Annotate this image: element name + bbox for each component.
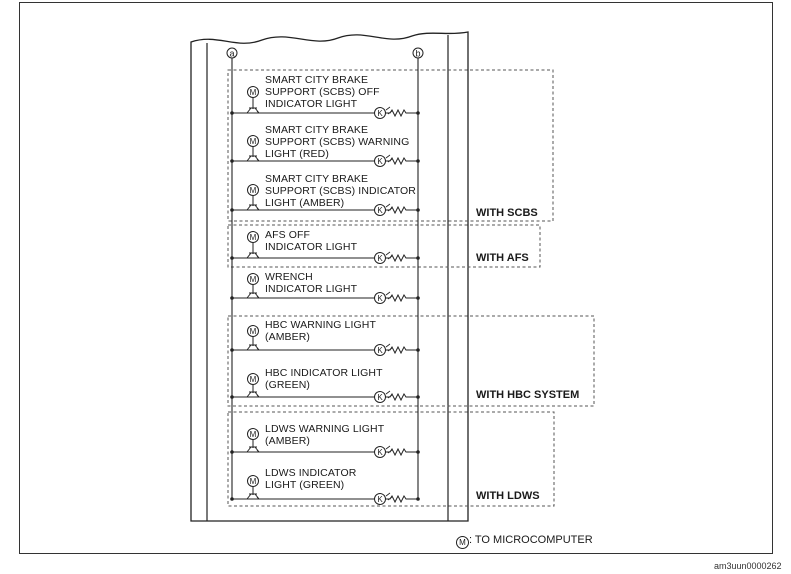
indicator-label-line: SUPPORT (SCBS) OFF (265, 86, 380, 98)
group-label-hbc: WITH HBC SYSTEM (476, 389, 580, 401)
cluster-body (190, 31, 469, 522)
indicator-label-line: SMART CITY BRAKE (265, 74, 369, 86)
indicator-label-line: SMART CITY BRAKE (265, 173, 369, 185)
indicator-row-scbs-indicator: MK (230, 184, 420, 216)
microcomputer-symbol: M (250, 327, 257, 336)
figure-code: am3uun0000262 (714, 561, 782, 571)
indicator-label-line: (GREEN) (265, 379, 311, 391)
node-b-label: b (415, 49, 420, 59)
led-symbol: K (377, 346, 383, 355)
microcomputer-symbol: M (250, 430, 257, 439)
indicator-label-line: HBC INDICATOR LIGHT (265, 367, 383, 379)
group-box-hbc (227, 315, 595, 407)
indicator-label-line: LDWS INDICATOR (265, 467, 357, 479)
group-box-scbs (227, 69, 554, 222)
microcomputer-symbol: M (250, 477, 257, 486)
indicator-label-line: INDICATOR LIGHT (265, 283, 358, 295)
indicator-label-line: SMART CITY BRAKE (265, 124, 369, 136)
led-symbol: K (377, 495, 383, 504)
indicator-label-line: LIGHT (AMBER) (265, 197, 345, 209)
indicator-label-line: SUPPORT (SCBS) INDICATOR (265, 185, 416, 197)
indicator-row-hbc-warning: MK (230, 325, 420, 356)
led-symbol: K (377, 393, 383, 402)
microcomputer-symbol: M (250, 88, 257, 97)
indicator-row-scbs-warning: MK (230, 135, 420, 167)
indicator-label-ldws-warning: LDWS WARNING LIGHT(AMBER) (265, 423, 384, 447)
microcomputer-symbol: M (250, 233, 257, 242)
group-label-ldws: WITH LDWS (476, 490, 540, 502)
node-a-label: a (229, 49, 234, 59)
indicator-label-line: LIGHT (GREEN) (265, 479, 345, 491)
indicator-row-ldws-indicator: MK (230, 475, 420, 505)
indicator-row-afs-off: MK (230, 231, 420, 264)
indicator-label-hbc-warning: HBC WARNING LIGHT(AMBER) (265, 319, 376, 343)
indicator-label-line: (AMBER) (265, 331, 311, 343)
legend-text: : TO MICROCOMPUTER (469, 534, 593, 546)
resistor-icon (385, 205, 418, 215)
indicator-label-line: HBC WARNING LIGHT (265, 319, 376, 331)
indicator-label-line: INDICATOR LIGHT (265, 241, 358, 253)
resistor-icon (385, 253, 418, 263)
group-label-afs: WITH AFS (476, 252, 529, 264)
indicator-row-hbc-indicator: MK (230, 373, 420, 403)
group-box-ldws (227, 411, 555, 507)
led-symbol: K (377, 448, 383, 457)
microcomputer-symbol: M (250, 186, 257, 195)
resistor-icon (385, 293, 418, 303)
microcomputer-symbol: M (250, 275, 257, 284)
microcomputer-symbol: M (250, 137, 257, 146)
led-symbol: K (377, 109, 383, 118)
resistor-icon (385, 156, 418, 166)
led-symbol: K (377, 157, 383, 166)
legend: M: TO MICROCOMPUTER (456, 534, 593, 549)
resistor-icon (385, 345, 418, 355)
indicator-label-line: WRENCH (265, 271, 313, 283)
indicator-label-line: INDICATOR LIGHT (265, 98, 358, 110)
resistor-icon (385, 108, 418, 118)
led-symbol: K (377, 254, 383, 263)
indicator-label-line: SUPPORT (SCBS) WARNING (265, 136, 410, 148)
resistor-icon (385, 494, 418, 504)
indicator-row-scbs-off: MK (230, 86, 420, 119)
group-label-scbs: WITH SCBS (476, 207, 538, 219)
group-box-afs (227, 224, 541, 268)
indicator-label-line: (AMBER) (265, 435, 311, 447)
led-symbol: K (377, 294, 383, 303)
indicator-label-line: LIGHT (RED) (265, 148, 329, 160)
resistor-icon (385, 392, 418, 402)
indicator-row-wrench: MK (230, 273, 420, 304)
indicator-label-line: LDWS WARNING LIGHT (265, 423, 385, 435)
indicator-label-line: AFS OFF (265, 229, 311, 241)
resistor-icon (385, 447, 418, 457)
figure-frame (19, 2, 773, 554)
indicator-row-ldws-warning: MK (230, 428, 420, 458)
led-symbol: K (377, 206, 383, 215)
microcomputer-symbol: M (250, 375, 257, 384)
microcomputer-legend-icon: M (456, 536, 469, 549)
indicator-label-hbc-indicator: HBC INDICATOR LIGHT(GREEN) (265, 367, 383, 391)
